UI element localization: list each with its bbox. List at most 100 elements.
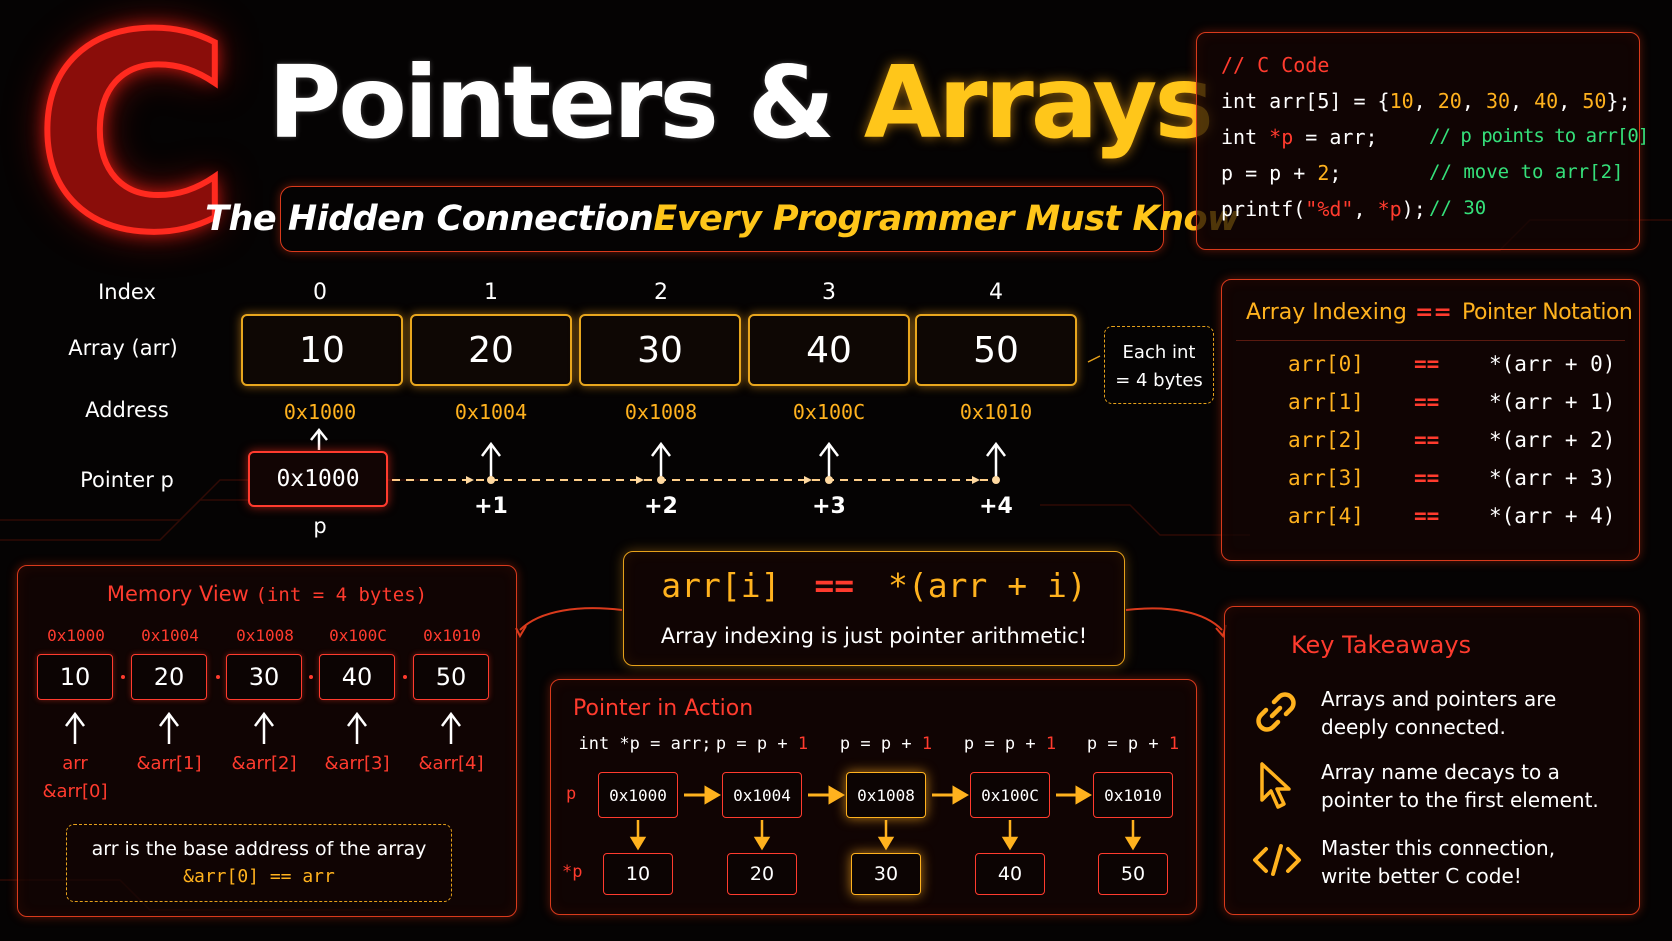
mv-address-2: 0x1008 <box>236 626 294 645</box>
array-cell-1: 20 <box>410 314 572 386</box>
pia-addr-1: 0x1004 <box>722 772 802 818</box>
equivalence-panel: Array Indexing == Pointer Notation arr[0… <box>1221 279 1640 561</box>
code-line-1-post: }; <box>1606 89 1631 113</box>
mv-label-3: &arr[3] <box>324 753 390 774</box>
pia-step-3-num: 1 <box>1045 734 1057 754</box>
code-line-1: int arr[5] = {10, 20, 30, 40, 50}; <box>1221 89 1631 113</box>
code-line-3: p = p + 2; <box>1221 161 1341 185</box>
title-part-pointers: Pointers & <box>268 44 835 161</box>
equivalence-header-left: Array Indexing <box>1246 300 1407 325</box>
code-line-3-num: 2 <box>1317 161 1330 185</box>
index-4: 4 <box>989 280 1003 305</box>
code-line-4-mid: , <box>1353 197 1378 221</box>
pia-step-2-pre: p = p + <box>839 734 922 754</box>
code-line-4: printf("%d", *p); <box>1221 197 1426 221</box>
eq-left-4: arr[4] <box>1288 504 1364 528</box>
memory-view-note-line2: &arr[0] == arr <box>183 866 335 887</box>
eq-left-1: arr[1] <box>1288 390 1364 414</box>
eq-right-0: *(arr + 0) <box>1489 352 1616 376</box>
code-line-2: int *p = arr; <box>1221 125 1378 149</box>
offset-2: +2 <box>644 494 678 519</box>
mv-address-0: 0x1000 <box>47 626 105 645</box>
code-panel: // C Code int arr[5] = {10, 20, 30, 40, … <box>1196 32 1649 250</box>
memory-view-arrows <box>65 675 461 744</box>
offset-1: +1 <box>474 494 508 519</box>
formula-left: arr[i] <box>661 566 781 605</box>
formula-expression: arr[i] == *(arr + i) <box>624 566 1124 605</box>
code-line-4-ptr: *p <box>1377 197 1402 221</box>
memory-view-note-line1: arr is the base address of the array <box>91 838 427 860</box>
takeaway-1-line1: Arrays and pointers are <box>1321 687 1557 711</box>
index-3: 3 <box>822 280 836 305</box>
array-cell-4: 50 <box>915 314 1077 386</box>
label-array: Array (arr) <box>68 336 178 360</box>
label-pointer: Pointer p <box>80 468 174 492</box>
memory-view-note: arr is the base address of the array &ar… <box>66 824 452 902</box>
pia-step-2-num: 1 <box>921 734 933 754</box>
subtitle-part1: The Hidden Connection <box>205 199 654 239</box>
eq-mid-4: == <box>1414 504 1440 528</box>
address-0: 0x1000 <box>283 400 357 424</box>
address-3: 0x100C <box>792 400 866 424</box>
mv-address-1: 0x1004 <box>141 626 199 645</box>
pia-step-1-num: 1 <box>797 734 809 754</box>
memory-view-title-suffix: (int = 4 bytes) <box>255 584 428 606</box>
pia-step-4-pre: p = p + <box>1086 734 1169 754</box>
pia-step-3: p = p + 1 <box>945 734 1075 754</box>
code-line-2-comment: // p points to arr[0] <box>1429 125 1649 147</box>
pia-val-4: 50 <box>1098 853 1168 895</box>
array-cell-3: 40 <box>748 314 910 386</box>
chain-link-icon <box>1256 692 1296 732</box>
mv-address-3: 0x100C <box>329 626 387 645</box>
eq-left-3: arr[3] <box>1288 466 1364 490</box>
takeaway-2-line1: Array name decays to a <box>1321 760 1560 784</box>
mv-cell-1: 20 <box>131 654 207 700</box>
mv-cell-4: 50 <box>413 654 489 700</box>
eq-right-1: *(arr + 1) <box>1489 390 1616 414</box>
mv-label-4: &arr[4] <box>418 753 484 774</box>
formula-caption: Array indexing is just pointer arithmeti… <box>660 624 1088 648</box>
pia-step-3-pre: p = p + <box>963 734 1046 754</box>
label-address: Address <box>85 398 169 422</box>
pia-val-3: 40 <box>975 853 1045 895</box>
formula-panel: arr[i] == *(arr + i) Array indexing is j… <box>623 551 1125 666</box>
pia-step-4-num: 1 <box>1168 734 1180 754</box>
takeaways-panel: Key Takeaways <box>1224 606 1640 915</box>
each-int-note-line2: = 4 bytes <box>1115 370 1203 391</box>
subtitle-part2: Every Programmer Must Know <box>653 199 1239 239</box>
formula-right: *(arr + i) <box>888 566 1087 605</box>
offset-4: +4 <box>979 494 1013 519</box>
code-line-4-post: ); <box>1401 197 1426 221</box>
pia-addr-2: 0x1008 <box>846 772 926 818</box>
code-brackets-icon <box>1253 844 1301 876</box>
code-line-2-post: = arr; <box>1293 125 1378 149</box>
eq-left-2: arr[2] <box>1288 428 1364 452</box>
pointer-up-arrow <box>310 427 328 450</box>
pia-step-0: int *p = arr; <box>578 734 712 754</box>
pia-row-deref-label: *p <box>562 862 583 882</box>
memory-view-panel: Memory View (int = 4 bytes) <box>17 565 517 917</box>
code-num-40: 40 <box>1534 89 1559 113</box>
takeaway-3-line1: Master this connection, <box>1321 836 1556 860</box>
pia-step-1: p = p + 1 <box>697 734 827 754</box>
title-part-arrays: Arrays <box>863 44 1214 161</box>
code-num-30: 30 <box>1485 89 1511 113</box>
eq-right-4: *(arr + 4) <box>1489 504 1616 528</box>
eq-mid-3: == <box>1414 466 1440 490</box>
mv-label-2: &arr[2] <box>231 753 297 774</box>
code-num-20: 20 <box>1437 89 1462 113</box>
equivalence-header-right: Pointer Notation <box>1462 300 1633 325</box>
code-line-4-comment: // 30 <box>1429 197 1487 219</box>
mv-label-0: arr <box>62 753 88 774</box>
code-num-10: 10 <box>1389 89 1414 113</box>
equivalence-divider <box>1236 340 1625 341</box>
memory-view-title: Memory View (int = 4 bytes) <box>18 582 516 606</box>
address-2: 0x1008 <box>624 400 698 424</box>
pointer-arrows <box>310 355 1101 484</box>
address-1: 0x1004 <box>454 400 528 424</box>
mv-cell-3: 40 <box>319 654 395 700</box>
eq-mid-2: == <box>1414 428 1440 452</box>
eq-mid-0: == <box>1414 352 1440 376</box>
takeaway-1-line2: deeply connected. <box>1321 715 1506 739</box>
c-logo-letter: C <box>31 0 235 292</box>
